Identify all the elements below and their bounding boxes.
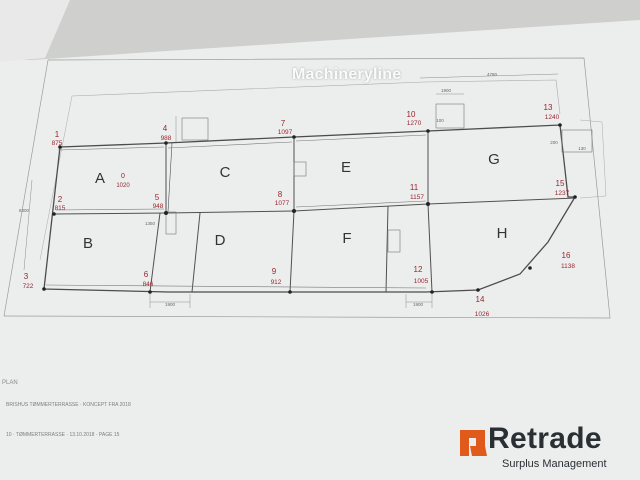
drawing-frame (3, 57, 611, 319)
dimension-top-g: 1900 (441, 88, 452, 93)
point-value-1: 875 (52, 140, 63, 147)
point-value-13: 1240 (545, 114, 560, 121)
dimension-200: 200 (550, 140, 558, 145)
point-number-16: 16 (562, 251, 571, 260)
dimension-100: 100 (436, 118, 444, 123)
point-number-4: 4 (163, 124, 168, 133)
dimension-bottom-right: 1900 (413, 302, 424, 307)
point-number-15: 15 (556, 179, 565, 188)
point-number-3: 3 (24, 272, 29, 281)
dimension-lines (23, 73, 559, 308)
room-a-sub-label: 0 (121, 173, 125, 180)
paper-fold-top-left (0, 0, 70, 62)
retrade-logo-mark (460, 430, 487, 456)
plan-label: PLAN (2, 380, 18, 386)
building-outline (43, 124, 577, 293)
point-value-15: 1237 (555, 190, 570, 197)
point-value-2: 815 (55, 205, 66, 212)
point-number-7: 7 (281, 119, 286, 128)
paper-surface (0, 20, 640, 480)
room-label-c: C (220, 164, 231, 181)
logo-brand-name: Retrade (488, 422, 602, 455)
point-number-10: 10 (407, 110, 416, 119)
footer-line-2: 10 · TØMMERTERRASSE · 13.10.2018 · PAGE … (6, 432, 120, 438)
room-label-e: E (341, 159, 351, 176)
footer-line-1: BRISHUS TØMMERTERRASSE · KONCEPT FRA 201… (6, 402, 131, 408)
point-value-3: 722 (23, 283, 34, 290)
dimension-c-gap: 1350 (145, 221, 156, 226)
point-value-11: 1157 (410, 194, 424, 201)
corner-points (42, 123, 577, 294)
room-label-f: F (342, 230, 351, 247)
dimension-130: 130 (578, 146, 586, 151)
point-number-8: 8 (278, 190, 283, 199)
point-number-1: 1 (55, 130, 60, 139)
wall-details (45, 103, 593, 289)
dimension-left-side: 8300 (19, 208, 30, 213)
point-value-12: 1005 (414, 278, 429, 285)
room-label-h: H (497, 225, 508, 242)
point-value-9: 912 (271, 279, 282, 286)
room-label-g: G (488, 151, 500, 168)
point-number-2: 2 (58, 195, 63, 204)
retrade-logo: Retrade Surplus Management (458, 422, 616, 472)
room-a-value: 1020 (116, 183, 130, 189)
room-label-b: B (83, 235, 93, 252)
point-value-10: 1270 (407, 120, 422, 127)
point-value-16: 1138 (561, 263, 575, 270)
dimension-bottom-left: 1900 (165, 302, 176, 307)
point-number-12: 12 (414, 265, 423, 274)
point-number-14: 14 (476, 295, 485, 304)
point-number-13: 13 (544, 103, 553, 112)
room-label-d: D (215, 232, 226, 249)
interior-walls (53, 131, 577, 293)
point-value-8: 1077 (275, 200, 290, 207)
logo-tagline: Surplus Management (502, 458, 607, 470)
point-value-5: 948 (153, 203, 164, 210)
dimension-top-overall: 4780 (487, 72, 498, 77)
point-number-9: 9 (272, 267, 277, 276)
point-value-7: 1097 (278, 129, 293, 136)
point-number-5: 5 (155, 193, 160, 202)
point-number-11: 11 (410, 183, 419, 192)
point-number-6: 6 (144, 270, 149, 279)
point-value-4: 988 (161, 135, 172, 142)
watermark-text: Machineryline (292, 66, 402, 83)
room-label-a: A (95, 170, 105, 187)
point-value-14: 1026 (475, 311, 490, 318)
point-value-6: 846 (143, 281, 154, 288)
